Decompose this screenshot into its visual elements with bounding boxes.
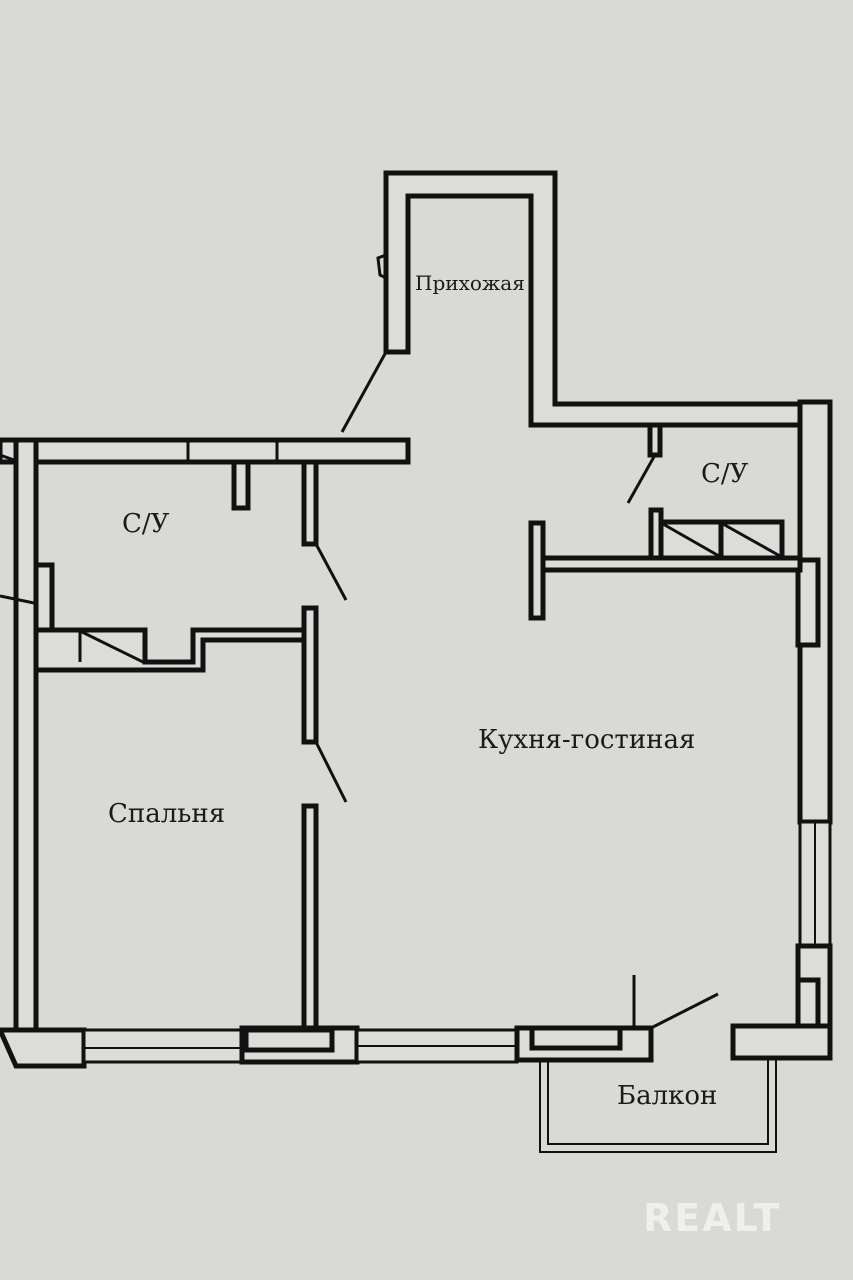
room-label-bedroom: Спальня xyxy=(108,799,225,829)
top-interior-wall xyxy=(0,437,411,601)
left-exterior-wall xyxy=(0,437,39,1053)
realt-watermark-logo: REALT xyxy=(643,1196,781,1240)
balcony-outline xyxy=(539,1060,777,1153)
right-bathroom-partition xyxy=(528,422,803,621)
room-label-bathroom-right: С/У xyxy=(701,459,749,489)
hallway-walls xyxy=(340,170,803,433)
left-bathroom-partition xyxy=(33,562,311,673)
right-exterior-wall xyxy=(795,399,833,1061)
room-label-balcony: Балкон xyxy=(617,1081,717,1111)
bottom-exterior-wall xyxy=(0,975,833,1069)
room-label-bathroom-left: С/У xyxy=(122,509,170,539)
room-label-hallway: Прихожая xyxy=(415,271,525,295)
bedroom-partition xyxy=(301,605,348,1031)
room-label-kitchen-living: Кухня-гостиная xyxy=(478,725,695,755)
